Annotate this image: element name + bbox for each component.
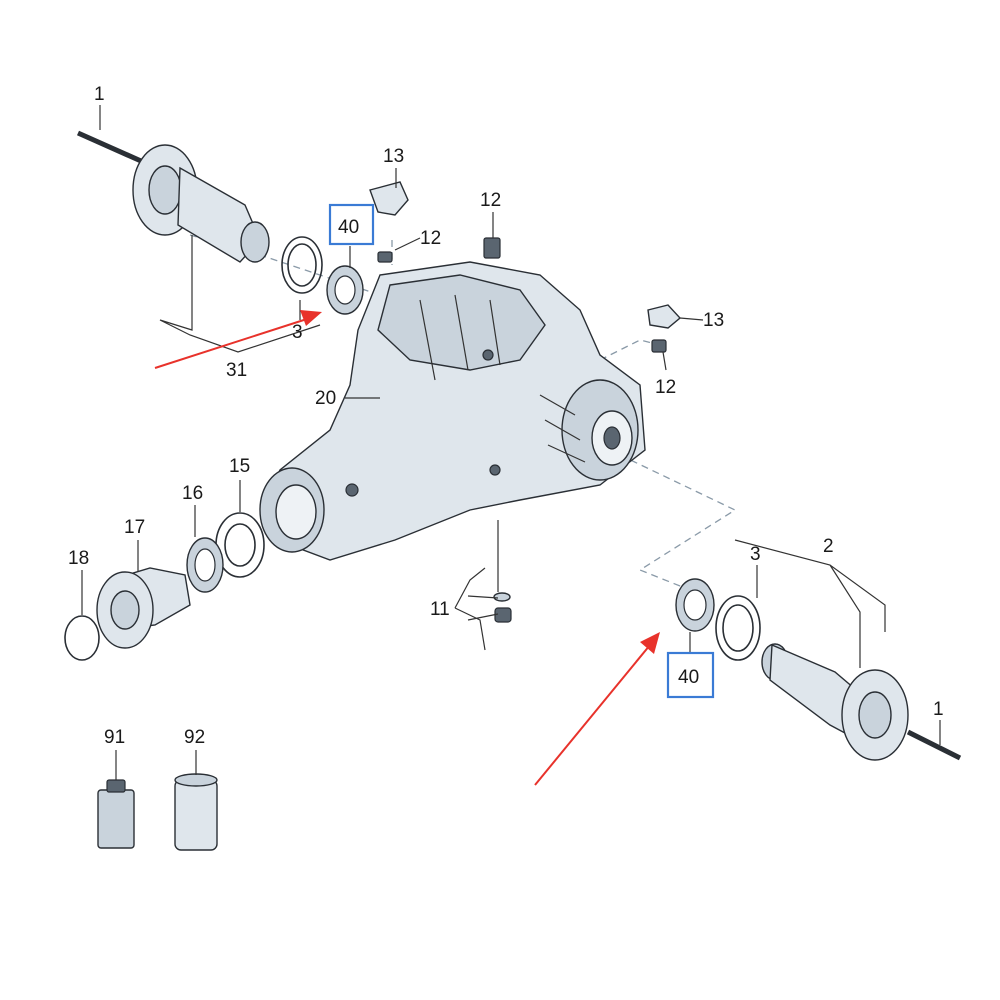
label-13-top: 13 [383,146,404,167]
can-92 [174,779,218,851]
label-3-right: 3 [750,544,761,565]
centerline-top-right [599,339,661,361]
label-13-right: 13 [703,310,724,331]
label-15: 15 [229,456,250,477]
label-40-bottom: 40 [678,667,699,688]
red-arrow-top [154,317,311,369]
plug-13-right [647,304,682,329]
label-91: 91 [104,727,125,748]
label-1-right: 1 [933,699,944,720]
bracket-13-top [369,181,409,216]
housing-top-cover [377,274,546,371]
label-3-top: 3 [292,322,303,343]
label-20: 20 [315,388,336,409]
centerline-right [619,454,737,591]
label-2: 2 [823,536,834,557]
housing-body [261,261,646,561]
label-12-top-b: 12 [480,190,501,211]
label-92: 92 [184,727,205,748]
plug-12-top [483,237,501,259]
left-flange-shaft [76,130,270,263]
label-1-top: 1 [94,84,105,105]
label-12-right: 12 [655,377,676,398]
label-16: 16 [182,483,203,504]
red-arrow-bottom [534,644,651,786]
ring-3-right [715,595,761,661]
bolt-11 [494,607,512,623]
screw-12-right [651,339,667,353]
washer-11 [493,592,511,602]
highlight-box-40-bottom [666,651,715,699]
circlip-18 [64,615,100,661]
label-11: 11 [430,599,450,620]
screw-12-top-left [377,251,393,263]
bottle-91 [97,789,135,849]
label-31: 31 [226,360,247,381]
seal-ring-left-outer [281,236,323,294]
highlight-box-40-top [328,203,375,246]
label-40-top: 40 [338,217,359,238]
label-17: 17 [124,517,145,538]
label-18: 18 [68,548,89,569]
gearbox-housing [259,261,646,561]
bolt-right [906,729,962,761]
bolt-left [76,130,152,168]
right-flange-shaft [761,643,962,761]
label-12-top-a: 12 [420,228,441,249]
